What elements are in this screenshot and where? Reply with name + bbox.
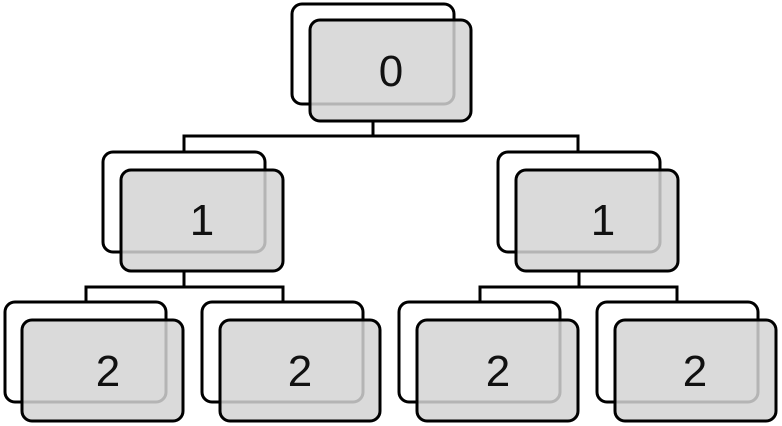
node-root-box (308, 18, 473, 123)
node-root: 0 (290, 2, 473, 123)
node-level2-4: 2 (595, 300, 778, 423)
connector-left-to-level2 (84, 270, 285, 304)
node-level2-2: 2 (200, 300, 382, 423)
node-level1-right-label: 1 (591, 196, 615, 245)
node-level2-1-box (20, 318, 185, 423)
node-level1-right-box (514, 168, 680, 273)
node-level1-right: 1 (496, 150, 680, 273)
connector-root-to-level1 (182, 120, 580, 154)
connector-right-to-level2 (478, 270, 679, 304)
node-level1-left-box (119, 168, 285, 273)
connectors (84, 120, 679, 304)
node-level1-left: 1 (101, 150, 285, 273)
node-level2-2-label: 2 (288, 347, 312, 396)
node-level2-3-label: 2 (486, 347, 510, 396)
node-level2-4-label: 2 (683, 347, 707, 396)
node-level2-2-box (218, 318, 382, 423)
node-level2-1: 2 (3, 300, 185, 423)
node-level2-3: 2 (397, 300, 580, 423)
node-level1-left-label: 1 (190, 196, 214, 245)
node-root-label: 0 (379, 47, 403, 96)
node-level2-3-box (415, 318, 580, 423)
node-level2-4-box (613, 318, 778, 423)
node-level2-1-label: 2 (96, 347, 120, 396)
